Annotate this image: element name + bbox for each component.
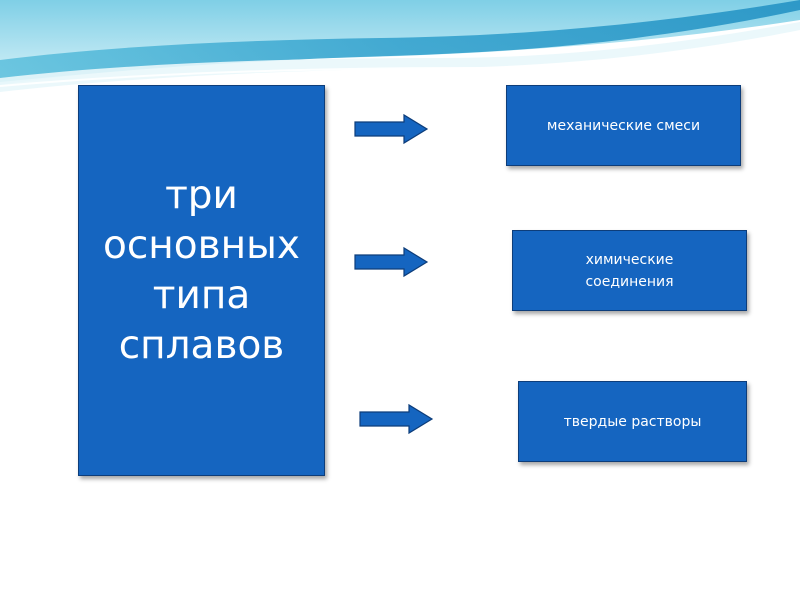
arrow-right-icon xyxy=(354,246,429,278)
decorative-wave-header xyxy=(0,0,800,92)
main-box-label: три основных типа сплавов xyxy=(102,172,301,368)
arrow-right-icon xyxy=(354,113,429,145)
type-label: химические соединения xyxy=(585,251,674,290)
type-box-mechanical-mixtures: механические смеси xyxy=(506,85,741,166)
type-label: твердые растворы xyxy=(563,413,702,430)
type-box-chemical-compounds: химические соединения xyxy=(512,230,747,311)
type-label: механические смеси xyxy=(546,117,701,134)
type-box-solid-solutions: твердые растворы xyxy=(518,381,747,462)
alloy-types-main-box: три основных типа сплавов xyxy=(78,85,325,476)
arrow-right-icon xyxy=(359,403,434,435)
